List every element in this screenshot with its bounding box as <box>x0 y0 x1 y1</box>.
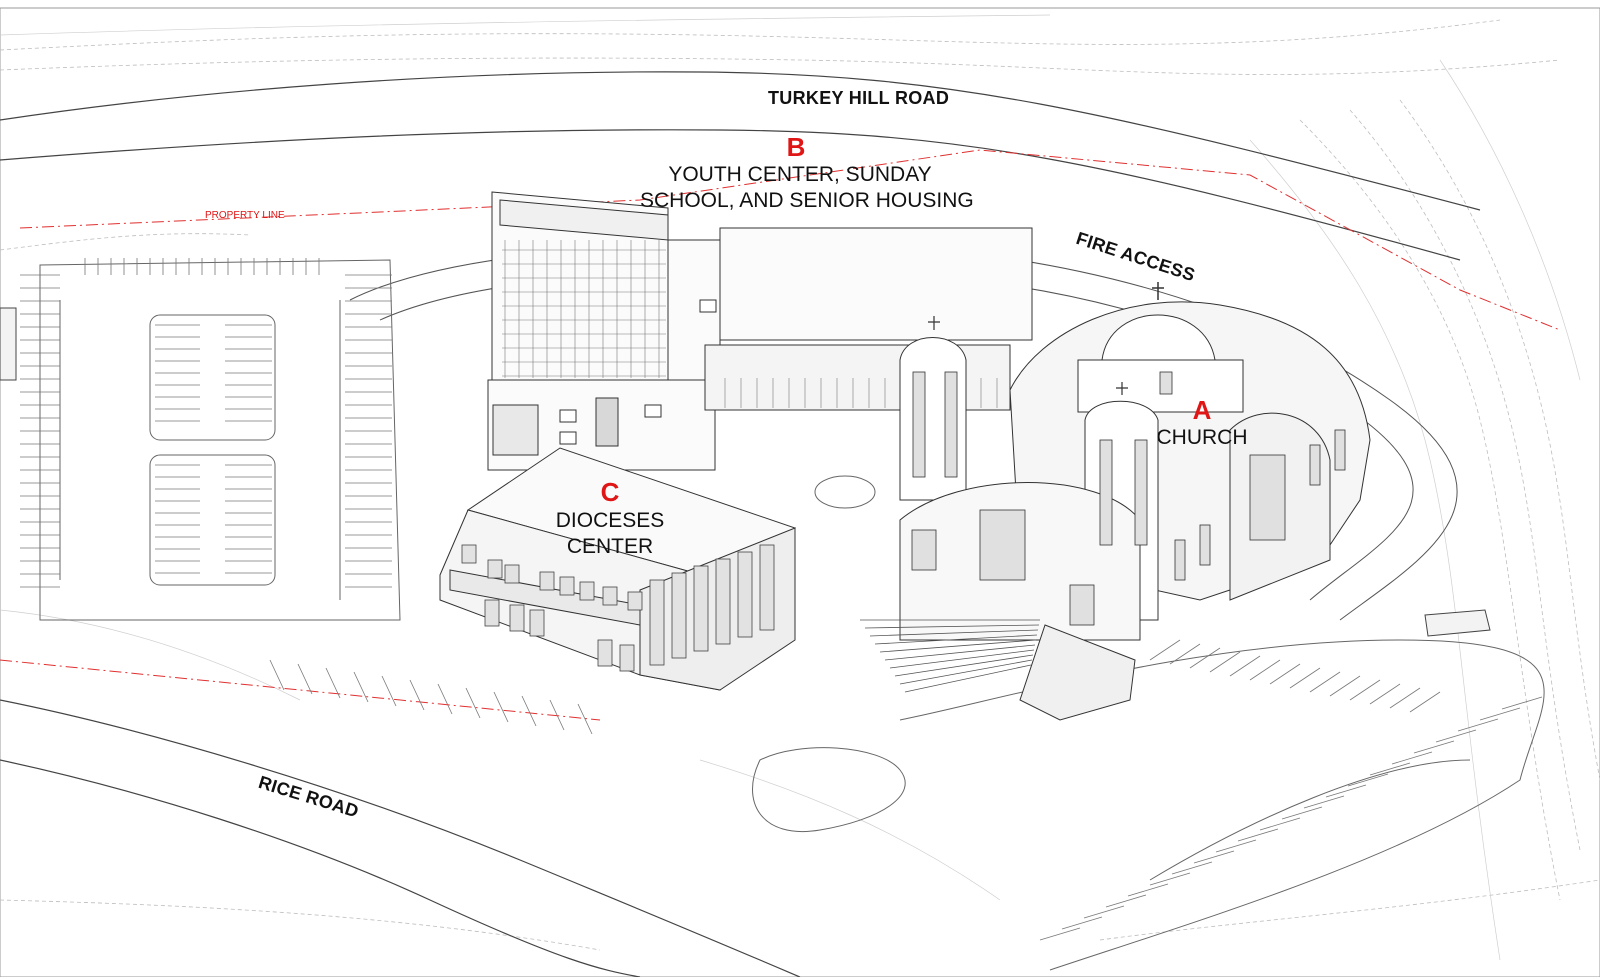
outbuilding <box>1424 609 1491 637</box>
drawing-frame <box>0 7 1600 977</box>
building-c-name-line2: CENTER <box>566 535 654 558</box>
contour-lines-solid <box>0 14 1581 961</box>
building-c-windows <box>461 544 775 672</box>
parking-lot-west <box>39 259 401 621</box>
parking-stalls-east <box>269 639 1543 941</box>
plaza-circle <box>814 475 876 509</box>
church-windows <box>911 371 1346 626</box>
building-b-name-line1: YOUTH CENTER, SUNDAY <box>668 163 932 186</box>
contour-lines <box>0 19 1600 951</box>
building-c-name-line1: DIOCESES <box>555 509 665 532</box>
property-line <box>0 149 1561 721</box>
building-b <box>487 191 1033 471</box>
turkey-hill-road <box>0 71 1481 261</box>
building-b-letter: B <box>786 132 806 162</box>
parking-stalls-west <box>20 258 392 588</box>
church-steps <box>860 619 1040 693</box>
turkey-hill-road-label: TURKEY HILL ROAD <box>768 88 950 108</box>
west-structure <box>0 307 17 381</box>
building-c-letter: C <box>600 477 620 507</box>
building-a-letter: A <box>1192 395 1212 425</box>
rice-road <box>0 699 801 977</box>
church-ramp <box>1019 624 1136 721</box>
building-b-name-line2: SCHOOL, AND SENIOR HOUSING <box>640 189 974 212</box>
parking-lot-east <box>752 639 1545 971</box>
building-a-name: CHURCH <box>1156 426 1248 449</box>
property-line-label: PROPERTY LINE <box>205 210 285 221</box>
